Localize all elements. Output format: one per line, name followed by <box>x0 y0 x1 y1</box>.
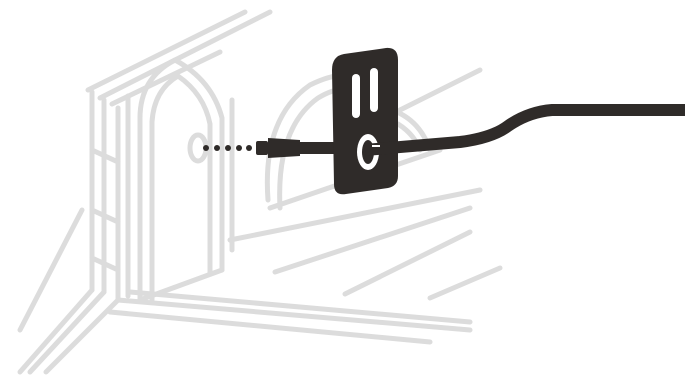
cable <box>364 104 685 156</box>
connector-dots <box>203 145 252 151</box>
cable-plug <box>256 138 334 158</box>
plate-slot-left <box>352 74 360 118</box>
plate-slot-right <box>370 68 378 112</box>
wall-plate <box>332 47 398 195</box>
door-frame-outline <box>17 9 503 375</box>
